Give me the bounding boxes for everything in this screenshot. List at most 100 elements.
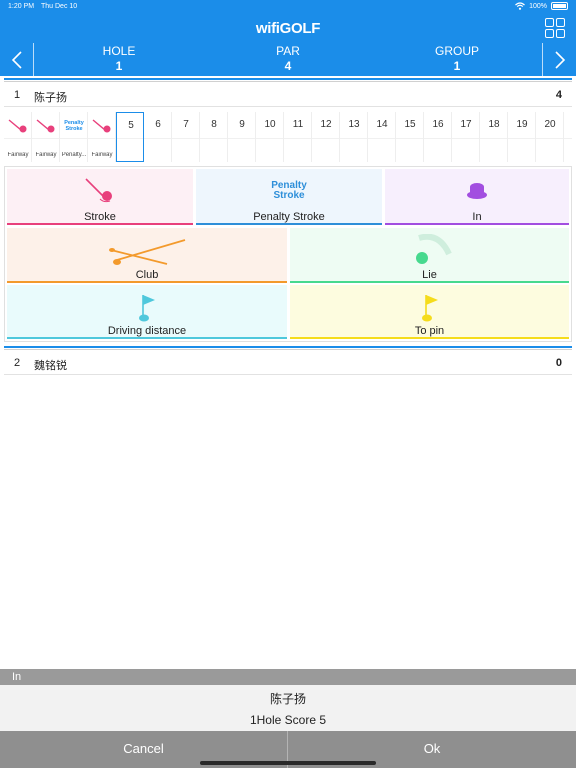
hole-nav: HOLE 1 PAR 4 GROUP 1 (0, 43, 576, 76)
penalty-stroke-label: Penalty Stroke (253, 211, 325, 223)
prev-hole-button[interactable] (0, 43, 34, 76)
sheet-player-name: 陈子扬 (269, 692, 306, 706)
stroke-number: 20 (544, 119, 556, 130)
stroke-number: 11 (292, 119, 304, 130)
hole-indicator: HOLE 1 (35, 44, 203, 74)
stroke-cell[interactable]: 19 (508, 112, 536, 162)
chevron-left-icon (11, 50, 22, 69)
flag-icon (139, 295, 155, 322)
stroke-cell[interactable]: Fairway (88, 112, 116, 162)
player-row[interactable]: 2 魏铭锐 0 (4, 349, 572, 375)
stroke-cell[interactable]: 9 (228, 112, 256, 162)
grid-icon[interactable] (545, 18, 565, 38)
stroke-number: 10 (264, 119, 276, 130)
stroke-cell[interactable]: 13 (340, 112, 368, 162)
lie-label: Lie (422, 269, 437, 281)
penalty-stroke-icon: Penalty Stroke (64, 120, 84, 132)
stroke-cell[interactable]: 16 (424, 112, 452, 162)
stroke-cell[interactable]: 15 (396, 112, 424, 162)
stroke-cell[interactable]: Fairway (4, 112, 32, 162)
stroke-cell-label: Fairway (91, 152, 113, 158)
par-value: 4 (284, 59, 292, 73)
stroke-number: 14 (376, 119, 388, 130)
next-hole-button[interactable] (542, 43, 576, 76)
status-date: Thu Dec 10 (41, 3, 78, 10)
in-label: In (472, 211, 482, 223)
club-option[interactable]: Club (7, 228, 287, 283)
stroke-option[interactable]: Stroke (7, 169, 193, 225)
driving-distance-option[interactable]: Driving distance (7, 285, 287, 339)
club-icon (109, 239, 186, 265)
stroke-cell-label: Fairway (35, 152, 57, 158)
player-number: 2 (14, 357, 21, 369)
hole-value: 1 (115, 59, 123, 73)
penalty-stroke-option[interactable]: Penalty Stroke Penalty Stroke (196, 169, 382, 225)
stroke-cell[interactable]: 18 (480, 112, 508, 162)
in-option[interactable]: In (385, 169, 569, 225)
driving-distance-label: Driving distance (107, 325, 187, 337)
stroke-icon (8, 119, 27, 133)
status-bar: 1:20 PM Thu Dec 10 100% (0, 0, 576, 14)
par-label: PAR (276, 44, 300, 58)
stroke-option-panel: Stroke Penalty Stroke Penalty Stroke In … (4, 166, 572, 342)
player-row[interactable]: 1 陈子扬 4 (4, 81, 572, 107)
stroke-number: 5 (128, 120, 134, 131)
group-value: 1 (453, 59, 461, 73)
flag-icon (421, 295, 438, 322)
stroke-cell[interactable]: 10 (256, 112, 284, 162)
stroke-number: 9 (239, 119, 245, 130)
sheet-body: 陈子扬 1Hole Score 5 (0, 685, 576, 731)
wifi-icon (515, 2, 525, 10)
stroke-number: 15 (404, 119, 416, 130)
player-name: 陈子扬 (34, 92, 67, 104)
lie-icon (415, 234, 452, 264)
stroke-cell[interactable]: 8 (200, 112, 228, 162)
app-bar: wifiGOLF (0, 14, 576, 42)
player-divider (4, 346, 572, 348)
stroke-number: 12 (320, 119, 332, 130)
stroke-cell[interactable]: 6 (144, 112, 172, 162)
stroke-icon (85, 178, 112, 203)
stroke-label: Stroke (84, 211, 116, 223)
to-pin-label: To pin (414, 325, 445, 337)
stroke-number: 7 (183, 119, 189, 130)
stroke-number: 19 (516, 119, 528, 130)
stroke-cell[interactable]: 12 (312, 112, 340, 162)
stroke-cell[interactable]: 11 (284, 112, 312, 162)
stroke-number: 8 (211, 119, 217, 130)
home-indicator (200, 761, 376, 765)
stroke-cell[interactable]: 20 (536, 112, 564, 162)
player-score: 0 (555, 357, 562, 369)
stroke-number: 17 (460, 119, 472, 130)
top-header: 1:20 PM Thu Dec 10 100% wifiGOLF HOLE 1 … (0, 0, 576, 76)
sheet-header: In (0, 669, 576, 685)
stroke-cell[interactable]: Penalty Stroke Penalty... (60, 112, 88, 162)
stroke-cell[interactable]: Fairway (32, 112, 60, 162)
battery-icon (551, 2, 568, 10)
player-divider (4, 78, 572, 80)
hole-label: HOLE (102, 44, 136, 58)
par-indicator: PAR 4 (204, 44, 372, 74)
chevron-right-icon (554, 50, 565, 69)
penalty-stroke-icon: Penalty Stroke (271, 180, 307, 201)
stroke-cell[interactable]: 14 (368, 112, 396, 162)
to-pin-option[interactable]: To pin (290, 285, 569, 339)
stroke-cell-label: Penalty... (61, 152, 87, 158)
stroke-number: 6 (155, 119, 161, 130)
lie-option[interactable]: Lie (290, 228, 569, 283)
stroke-cell[interactable]: 17 (452, 112, 480, 162)
stroke-cell-current[interactable]: 5 (116, 112, 144, 162)
stroke-number: 16 (432, 119, 444, 130)
stroke-cell[interactable]: 7 (172, 112, 200, 162)
hole-cup-icon (467, 183, 487, 199)
cancel-button[interactable]: Cancel (0, 731, 288, 768)
app-logo: wifiGOLF (255, 20, 321, 37)
group-indicator: GROUP 1 (373, 44, 541, 74)
status-right: 100% (515, 2, 568, 10)
group-label: GROUP (434, 44, 479, 58)
stroke-cell-label: Fairway (7, 152, 29, 158)
club-label: Club (135, 269, 159, 281)
player-score: 4 (555, 89, 562, 101)
ok-button[interactable]: Ok (423, 741, 441, 756)
stroke-number: 18 (488, 119, 500, 130)
